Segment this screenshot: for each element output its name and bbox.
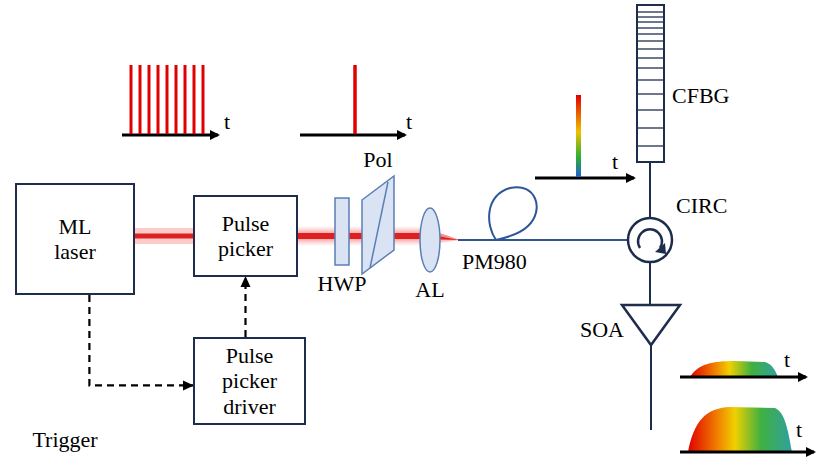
component-box: Pulse picker [193, 195, 298, 277]
half-wave-plate [335, 198, 349, 265]
component-box: Pulse picker driver [193, 337, 306, 425]
component-label: t [406, 110, 412, 134]
polarizer [362, 176, 394, 274]
dashed-signal-line [89, 295, 193, 385]
component-label: t [784, 348, 790, 372]
circulator-symbol [628, 218, 672, 262]
signal-label: Trigger [32, 428, 97, 452]
fiber-wire [650, 345, 652, 430]
component-label: HWP [318, 272, 367, 296]
soa-amplifier-symbol [622, 305, 680, 345]
chirped-pulse-plot [535, 95, 634, 178]
pulse-train-plot [122, 65, 218, 135]
box-label: Pulse picker [206, 211, 286, 262]
box-text-group: ML laser [45, 214, 105, 265]
component-label: t [796, 418, 802, 442]
dashed-signal-line [244, 277, 246, 337]
chirped-fiber-bragg-grating [637, 5, 664, 162]
component-label: AL [415, 278, 444, 302]
fiber-wire [649, 162, 651, 218]
beam-core [135, 234, 193, 239]
beam-glow [135, 228, 193, 244]
aspheric-lens [420, 208, 440, 272]
component-label: CIRC [676, 194, 727, 218]
component-label: Pol [363, 148, 392, 172]
fiber-wire [649, 262, 651, 305]
pm980-fiber [458, 187, 628, 240]
single-pulse-plot [300, 65, 405, 135]
component-label: PM980 [462, 250, 527, 274]
trigger-signal-connector [245, 277, 246, 337]
box-label: Pulse picker driver [210, 343, 290, 419]
box-text-group: Pulse picker driver [210, 343, 290, 419]
component-box: ML laser [15, 183, 135, 295]
box-text-group: Pulse picker [206, 211, 286, 262]
component-label: t [612, 150, 618, 174]
component-label: t [224, 110, 230, 134]
trigger-signal-connector [89, 295, 193, 385]
component-label: SOA [580, 318, 624, 342]
box-label: ML laser [45, 214, 105, 265]
component-label: CFBG [672, 84, 729, 108]
laser-beam-connector [135, 236, 193, 237]
amplified-pulse-plot [680, 407, 814, 452]
